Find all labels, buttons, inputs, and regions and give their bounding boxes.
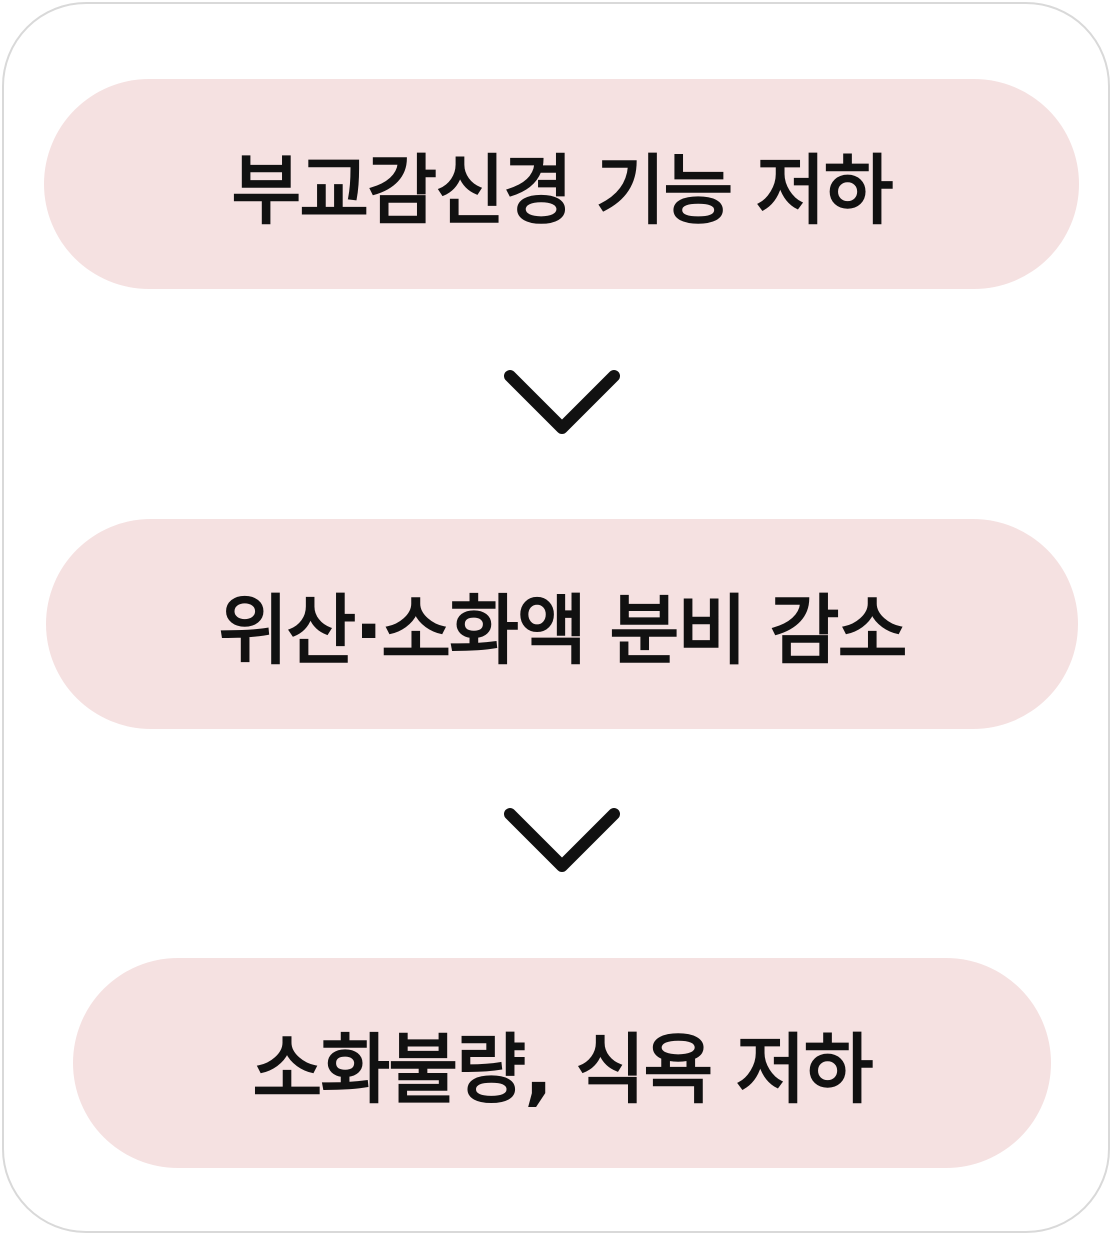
chevron-down-icon — [504, 370, 620, 434]
flow-step-2: 위산·소화액 분비 감소 — [46, 519, 1078, 729]
chevron-down-icon — [504, 808, 620, 872]
flow-step-3-label: 소화불량, 식욕 저하 — [252, 1025, 873, 1114]
flow-step-3: 소화불량, 식욕 저하 — [73, 958, 1051, 1168]
flow-step-1-label: 부교감신경 기능 저하 — [231, 146, 893, 235]
flow-step-1: 부교감신경 기능 저하 — [44, 79, 1079, 289]
flow-step-2-label: 위산·소화액 분비 감소 — [218, 586, 907, 675]
